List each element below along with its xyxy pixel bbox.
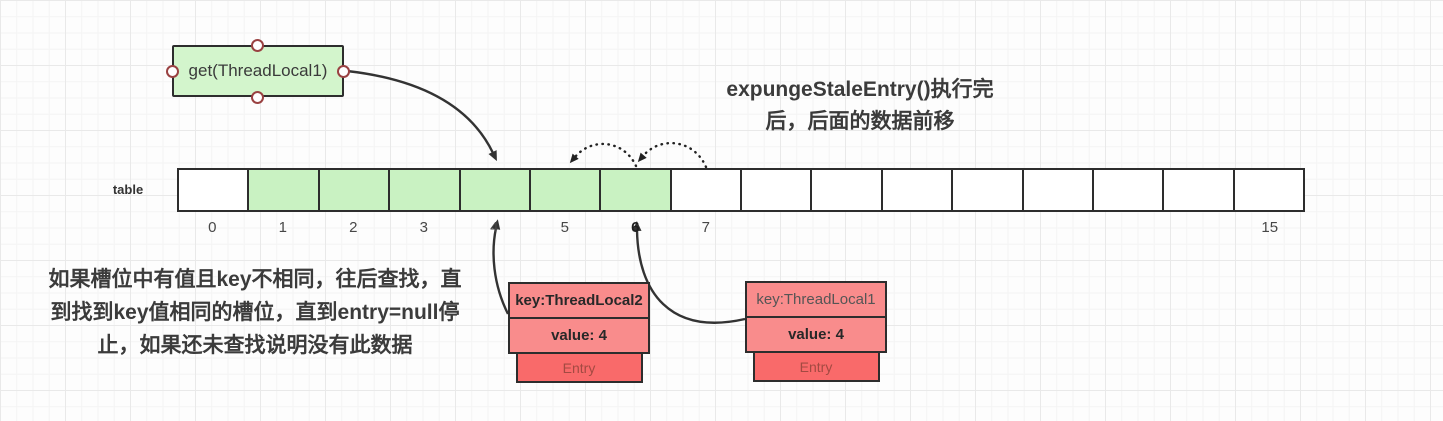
table-index-label (812, 219, 883, 236)
expunge-note-line2: 后，后面的数据前移 (765, 110, 955, 133)
table-cell[interactable] (742, 170, 813, 210)
selection-handle-top[interactable] (251, 38, 264, 52)
arrow-entry1-to-slot6 (632, 221, 746, 324)
entry-value-cell[interactable]: value: 4 (745, 316, 887, 353)
dotted-shift-arrow-6-to-5 (569, 142, 638, 168)
selection-handle-right[interactable] (336, 64, 350, 78)
table-cell[interactable] (953, 170, 1024, 210)
table-cell[interactable] (882, 170, 954, 210)
table-index-row: 0 1 2 3 4 5 6 7 15 (177, 219, 1305, 236)
table-cell[interactable] (671, 170, 742, 210)
entry-footer-cell[interactable]: Entry (752, 351, 880, 382)
arrow-get-to-slot4 (346, 69, 497, 162)
table-cell[interactable] (601, 170, 672, 210)
table-index-label (741, 219, 812, 236)
search-rule-line2: 到找到key值相同的槽位，直到entry=null停 (50, 301, 460, 324)
table-cell[interactable] (1093, 170, 1165, 210)
table-index-label: 4 (490, 219, 499, 236)
table-cell[interactable] (179, 170, 250, 210)
entry-footer-cell[interactable]: Entry (515, 352, 643, 383)
table-index-label (882, 219, 953, 236)
table-cell[interactable] (812, 170, 883, 210)
expunge-note: expungeStaleEntry()执行完 后，后面的数据前移 (660, 74, 1060, 138)
table-index-label (1023, 219, 1094, 236)
arrow-entry2-to-slot4 (491, 219, 510, 315)
entry-key-cell[interactable]: key:ThreadLocal1 (745, 281, 887, 318)
selection-handle-left[interactable] (165, 64, 179, 78)
table-cell[interactable] (249, 170, 320, 210)
table-cell[interactable] (460, 170, 531, 210)
table-cell[interactable] (530, 170, 602, 210)
table-index-label (953, 219, 1024, 236)
table-index-label: 7 (701, 219, 710, 236)
search-rule-line3: 止，如果还未查找说明没有此数据 (97, 334, 413, 357)
table-array (177, 168, 1305, 212)
table-index-label: 0 (208, 219, 217, 236)
search-rule-line1: 如果槽位中有值且key不相同，往后查找，直 (48, 268, 462, 291)
table-index-label (1164, 219, 1235, 236)
table-cell[interactable] (1234, 170, 1303, 210)
selection-handle-bottom[interactable] (251, 90, 264, 104)
table-index-label: 3 (419, 219, 428, 236)
get-threadlocal1-box[interactable]: get(ThreadLocal1) (172, 45, 344, 97)
table-cell[interactable] (1023, 170, 1094, 210)
entry-threadlocal1[interactable]: key:ThreadLocal1 value: 4 Entry (745, 281, 887, 382)
entry-value-cell[interactable]: value: 4 (508, 317, 650, 354)
table-cell[interactable] (319, 170, 391, 210)
entry-key-cell[interactable]: key:ThreadLocal2 (508, 282, 650, 319)
table-index-label: 1 (278, 219, 287, 236)
table-index-label: 2 (349, 219, 358, 236)
search-rule-note: 如果槽位中有值且key不相同，往后查找，直 到找到key值相同的槽位，直到ent… (34, 263, 476, 362)
table-label: table (112, 182, 144, 197)
table-index-label: 15 (1261, 219, 1279, 236)
expunge-note-line1: expungeStaleEntry()执行完 (726, 78, 994, 101)
table-index-label (1094, 219, 1165, 236)
get-threadlocal1-label: get(ThreadLocal1) (188, 61, 328, 80)
table-index-label: 6 (631, 219, 640, 236)
table-cell[interactable] (390, 170, 461, 210)
entry-threadlocal2[interactable]: key:ThreadLocal2 value: 4 Entry (508, 282, 650, 383)
table-cell[interactable] (1164, 170, 1235, 210)
dotted-shift-arrow-7-to-6 (637, 141, 708, 169)
table-index-label: 5 (560, 219, 569, 236)
